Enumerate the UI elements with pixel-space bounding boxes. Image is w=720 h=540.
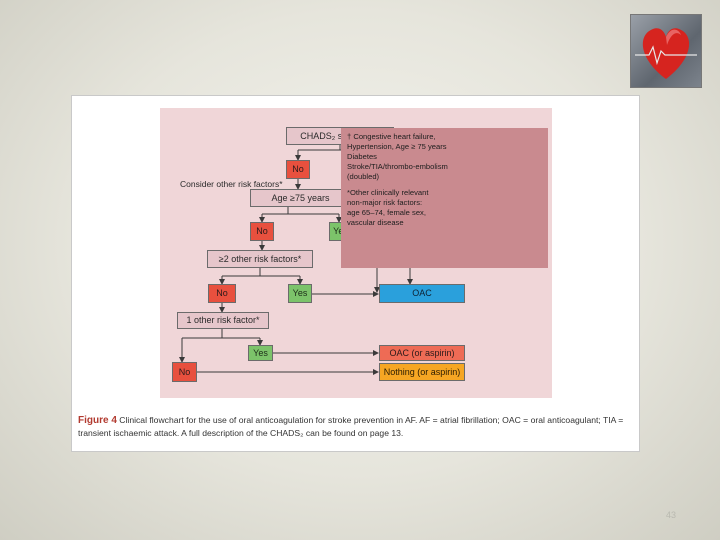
footnote-line: non-major risk factors: bbox=[347, 198, 423, 207]
footnote-line: (doubled) bbox=[347, 172, 380, 181]
footnote-line: vascular disease bbox=[347, 218, 404, 227]
no-box-chads: No bbox=[286, 160, 310, 179]
oac-box: OAC bbox=[379, 284, 465, 303]
age-75-box: Age ≥75 years bbox=[250, 189, 351, 207]
nothing-or-aspirin-box: Nothing (or aspirin) bbox=[379, 363, 465, 381]
risk-factor-footnotes: † Congestive heart failure, Hypertension… bbox=[341, 128, 548, 268]
heart-logo-icon bbox=[630, 14, 702, 88]
footnote-line: Diabetes bbox=[347, 152, 377, 161]
figure-label: Figure 4 bbox=[78, 415, 117, 426]
footnote-line: Hypertension, Age ≥ 75 years bbox=[347, 142, 447, 151]
footnote-line: age 65–74, female sex, bbox=[347, 208, 426, 217]
slide-page-number: 43 bbox=[666, 510, 677, 520]
footnote-line: *Other clinically relevant bbox=[347, 188, 429, 197]
one-other-risk-factor-box: 1 other risk factor* bbox=[177, 312, 269, 329]
footnote-line: Stroke/TIA/thrombo-embolism bbox=[347, 162, 448, 171]
oac-or-aspirin-box: OAC (or aspirin) bbox=[379, 345, 465, 361]
no-box-one-other: No bbox=[172, 362, 197, 382]
clinical-flowchart-figure: CHADS₂ score ≥ 2† No Yes Consider other … bbox=[71, 95, 640, 452]
no-box-two-other: No bbox=[208, 284, 236, 303]
yes-box-two-other: Yes bbox=[288, 284, 312, 303]
no-box-age: No bbox=[250, 222, 274, 241]
yes-box-one-other: Yes bbox=[248, 345, 273, 361]
footnote-line: † Congestive heart failure, bbox=[347, 132, 436, 141]
consider-other-risk-factors-label: Consider other risk factors* bbox=[180, 179, 283, 189]
figure-caption: Figure 4 Clinical flowchart for the use … bbox=[78, 414, 634, 439]
two-other-risk-factors-box: ≥2 other risk factors* bbox=[207, 250, 313, 268]
caption-text: Clinical flowchart for the use of oral a… bbox=[78, 415, 624, 438]
